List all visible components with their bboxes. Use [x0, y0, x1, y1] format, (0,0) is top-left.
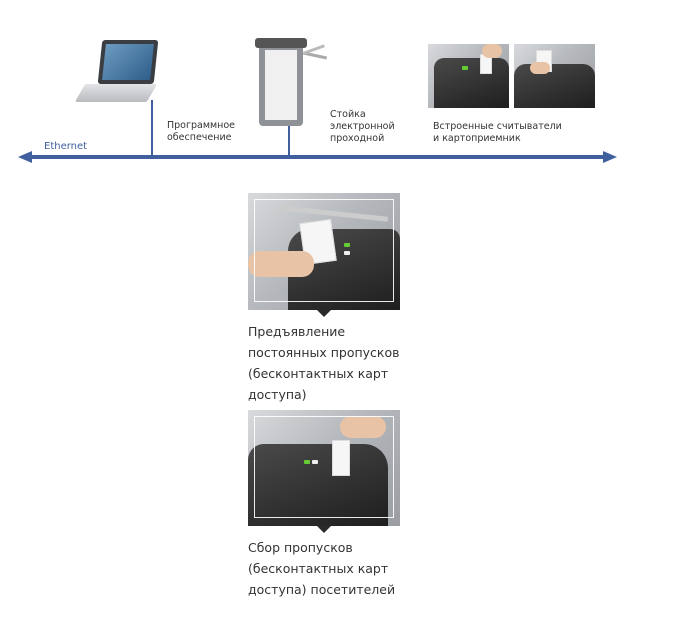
- label-line: Программное: [167, 120, 236, 131]
- card-reader-photo: [428, 44, 509, 108]
- caption-line: Сбор пропусков: [248, 540, 353, 555]
- label-line: Встроенные считыватели: [433, 121, 562, 132]
- connector-turnstile: [288, 126, 290, 157]
- caption-line: (бесконтактных карт: [248, 366, 389, 381]
- caption-line: доступа): [248, 387, 307, 402]
- node-label-turnstile: Стойка электронной проходной: [330, 109, 395, 145]
- card-presentation-photo: [248, 193, 400, 317]
- caption-line: Предъявление: [248, 324, 346, 339]
- label-line: Стойка: [330, 109, 366, 120]
- label-line: и картоприемник: [433, 133, 521, 144]
- arrow-left-icon: [18, 151, 32, 163]
- turnstile-icon: [255, 38, 328, 128]
- pointer-icon: [316, 309, 332, 317]
- caption-card-presentation: Предъявление постоянных пропусков (беско…: [248, 321, 448, 405]
- connector-software: [151, 100, 153, 157]
- pointer-icon: [316, 525, 332, 533]
- label-line: обеспечение: [167, 132, 232, 143]
- card-collection-photo: [248, 410, 400, 533]
- caption-line: (бесконтактных карт: [248, 561, 389, 576]
- node-label-software: Программное обеспечение: [167, 120, 235, 144]
- node-label-readers: Встроенные считыватели и картоприемник: [433, 121, 562, 145]
- caption-line: доступа) посетителей: [248, 582, 396, 597]
- caption-card-collection: Сбор пропусков (бесконтактных карт досту…: [248, 537, 448, 600]
- card-collector-photo: [514, 44, 595, 108]
- ethernet-label: Ethernet: [44, 141, 88, 152]
- label-line: проходной: [330, 133, 385, 144]
- arrow-right-icon: [603, 151, 617, 163]
- ethernet-bus: [30, 155, 606, 159]
- caption-line: постоянных пропусков: [248, 345, 400, 360]
- label-line: электронной: [330, 121, 395, 132]
- laptop-icon: [74, 40, 162, 106]
